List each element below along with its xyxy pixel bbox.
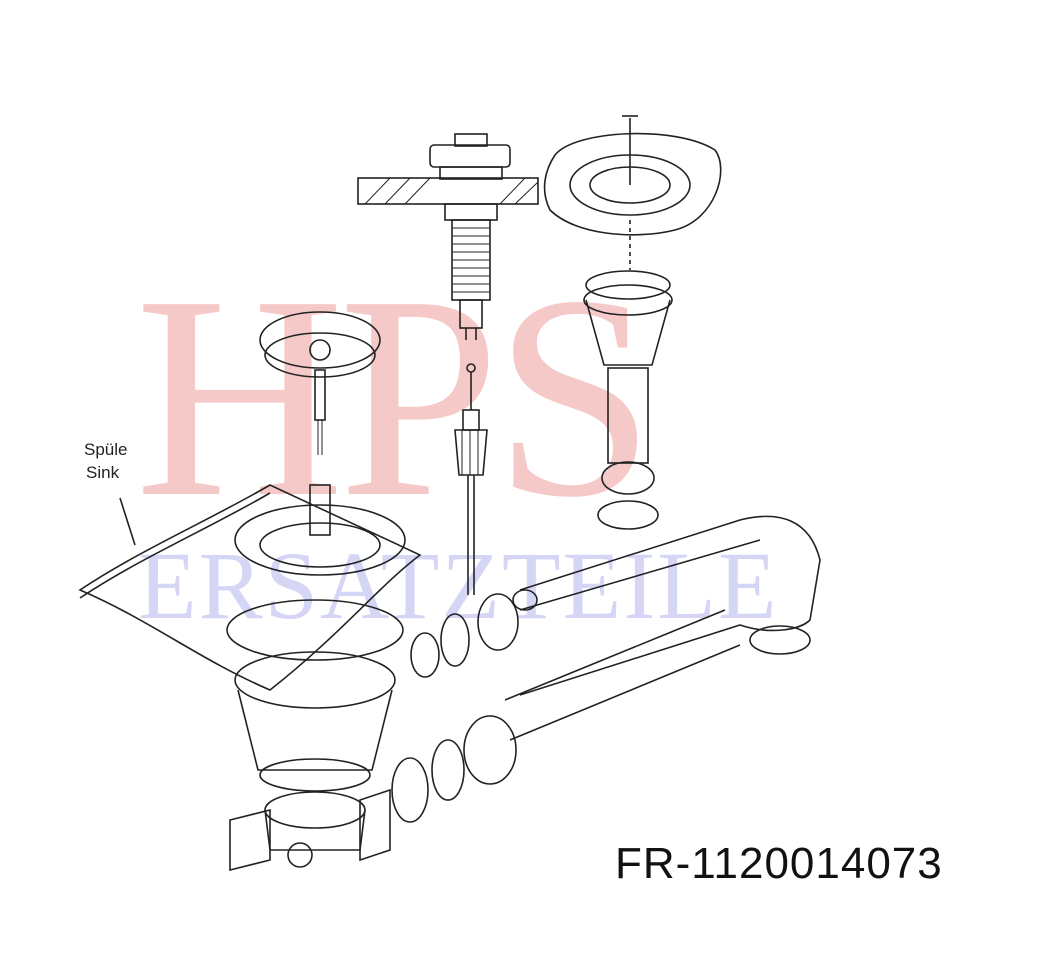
right-strainer [543, 115, 722, 530]
countertop-section [357, 177, 539, 205]
operating-knob [429, 133, 511, 595]
drain-body [226, 484, 406, 872]
sink-sheet [78, 484, 422, 691]
sink-label-german: Spüle [84, 440, 128, 459]
basket-strainer [259, 311, 381, 455]
part-number: FR-1120014073 [615, 839, 943, 888]
watermark-subtitle: ERSATZTEILE [138, 532, 779, 639]
watermark-brand: HPS [135, 236, 655, 557]
drain-pipes [391, 515, 821, 823]
sink-label-english: Sink [86, 463, 120, 482]
